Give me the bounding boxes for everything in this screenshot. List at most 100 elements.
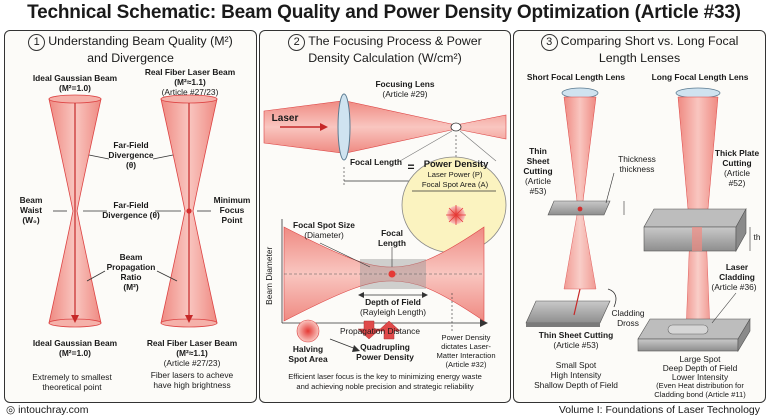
long-lens-label: Long Focal Length Lens: [651, 72, 749, 82]
thin-sheet-bottom-plate: [525, 300, 611, 324]
quadrupling-line-1: Quadrupling: [360, 342, 410, 352]
laser-arrowhead: [320, 123, 328, 131]
panel-3-number: 3: [540, 34, 558, 51]
focal-spot-diameter-label: (Diameter): [304, 230, 344, 240]
panel-2-number: 2: [288, 34, 306, 51]
cladding-plate-side: [737, 317, 751, 353]
thin-sheet-cut-line: [573, 288, 581, 316]
thick-plate-kerf: [692, 227, 702, 251]
far-field-1-arrow-left: [88, 154, 110, 160]
thin-bottom-title: Thin Sheet Cutting: [538, 330, 614, 340]
laser-label: Laser: [271, 113, 299, 124]
propagation-line-2: Propagation: [106, 262, 156, 272]
dross-line-2: Dross: [617, 318, 639, 328]
thin-sheet-line-4: (Article: [524, 176, 552, 186]
thick-plate-line-2: Cutting: [722, 158, 752, 168]
rayleigh-length-label: (Rayleigh Length): [359, 307, 427, 317]
focal-length-small-line-2: Length: [378, 238, 406, 248]
footer-left-text: intouchray.com: [18, 404, 89, 416]
callout-connector: [399, 130, 497, 162]
beam-diameter-axis-label: Beam Diameter: [264, 246, 275, 305]
far-field-1-arrow-right: [152, 154, 174, 160]
large-spot-line-3: Lower Intensity: [671, 372, 729, 382]
panel-1-number: 1: [28, 34, 46, 51]
quadrupling-up-arrow-icon: [377, 320, 401, 340]
thick-plate-line-4: #52): [728, 178, 746, 188]
thickness-pointer: [605, 172, 615, 204]
short-lens-shape: [561, 87, 599, 99]
large-spot-line-5: Cladding bond (Article #11): [654, 390, 746, 399]
propagation-line-4: (M²): [123, 282, 139, 292]
summary-line-1: Efficient laser focus is the key to mini…: [288, 372, 482, 381]
dof-dim-arrow-right: [422, 292, 428, 298]
small-spot-line-2: High Intensity: [550, 370, 602, 380]
thick-plate-line-1: Thick Plate: [714, 148, 760, 158]
propagation-arrow-left: [86, 270, 106, 282]
thickness-line-2: thickness: [619, 164, 655, 174]
propagation-line-1: Beam: [119, 252, 143, 262]
thick-plate-body: [643, 226, 737, 252]
ideal-note-line-2: theoretical point: [42, 382, 102, 392]
pd-note-line-1: Power Density: [441, 333, 491, 342]
focusing-lens-article: (Article #29): [382, 89, 428, 99]
dross-line-1: Cladding: [611, 308, 645, 318]
footer-volume-label: Volume I: Foundations of Laser Technolog…: [558, 404, 760, 416]
far-field-2-line-2: Divergence (θ): [102, 210, 160, 220]
thin-sheet-bottom-edge: [526, 323, 600, 327]
far-field-1-line-1: Far-Field: [113, 140, 149, 150]
cladding-pointer: [711, 292, 737, 324]
panel-1-heading-line-1: Understanding Beam Quality (M²): [48, 34, 233, 48]
small-spot-line-3: Shallow Depth of Field: [534, 380, 618, 390]
halving-arrow: [329, 338, 357, 350]
beam-waist-line-1: Beam: [19, 195, 43, 205]
ideal-top-m2: (M²=1.0): [59, 83, 91, 93]
real-top-article: (Article #27/23): [161, 87, 219, 97]
ideal-beam-top-ellipse: [48, 94, 102, 104]
numerator-label: Laser Power (P): [427, 170, 483, 179]
beam-waist-line-3: (W₀): [22, 215, 40, 225]
large-spot-line-4: (Even Heat distribution for: [656, 381, 744, 390]
short-divergent-beam: [563, 208, 597, 290]
beam-waist-line-2: Waist: [19, 205, 43, 215]
focal-spot-sparkle: [446, 205, 466, 225]
real-bottom-title: Real Fiber Laser Beam: [146, 338, 238, 348]
propagation-arrow-right: [156, 270, 178, 282]
min-focus-line-2: Focus: [219, 205, 245, 215]
real-top-title: Real Fiber Laser Beam: [144, 67, 236, 77]
min-focus-line-3: Point: [221, 215, 243, 225]
cladding-bead: [667, 324, 709, 335]
long-lens-shape: [675, 87, 721, 99]
short-lens-label: Short Focal Length Lens: [526, 72, 626, 82]
far-field-1-line-3: (θ): [125, 160, 137, 170]
pd-note-line-3: Matter Interaction: [436, 351, 496, 360]
focusing-graphic: [263, 93, 507, 352]
thin-bottom-article: (Article #53): [553, 340, 599, 350]
far-field-1-line-2: Divergence: [108, 150, 154, 160]
pd-note-line-4: (Article #32): [445, 360, 487, 369]
depth-of-field-label: Depth of Field: [365, 297, 421, 307]
denominator-label: Focal Spot Area (A): [421, 180, 489, 189]
ideal-top-title: Ideal Gaussian Beam: [32, 73, 118, 83]
real-top-m2: (M²≈1.1): [174, 77, 206, 87]
minimum-focus-point-marker: [186, 208, 192, 214]
quadrupling-line-2: Power Density: [356, 352, 414, 362]
focusing-lens-shape: [337, 93, 351, 161]
panel-3-heading-line-1: Comparing Short vs. Long Focal: [560, 34, 739, 48]
focus-point-dot: [388, 270, 396, 278]
far-field-2-line-1: Far-Field: [113, 200, 149, 210]
focal-comparison-graphic: [525, 87, 751, 353]
thin-sheet-line-1: Thin: [529, 146, 547, 156]
power-density-label: Power Density: [423, 158, 489, 169]
large-spot-line-1: Large Spot: [679, 354, 721, 364]
focused-beam: [345, 100, 507, 154]
footer-site-link[interactable]: ◎ intouchray.com: [6, 404, 89, 416]
ideal-bottom-m2: (M²=1.0): [59, 348, 91, 358]
thin-sheet-line-2: Sheet: [526, 156, 550, 166]
panel-3-heading-line-2: Length Lenses: [598, 51, 681, 65]
equals-sign: =: [407, 160, 415, 174]
focal-length-small-line-1: Focal: [381, 228, 403, 238]
